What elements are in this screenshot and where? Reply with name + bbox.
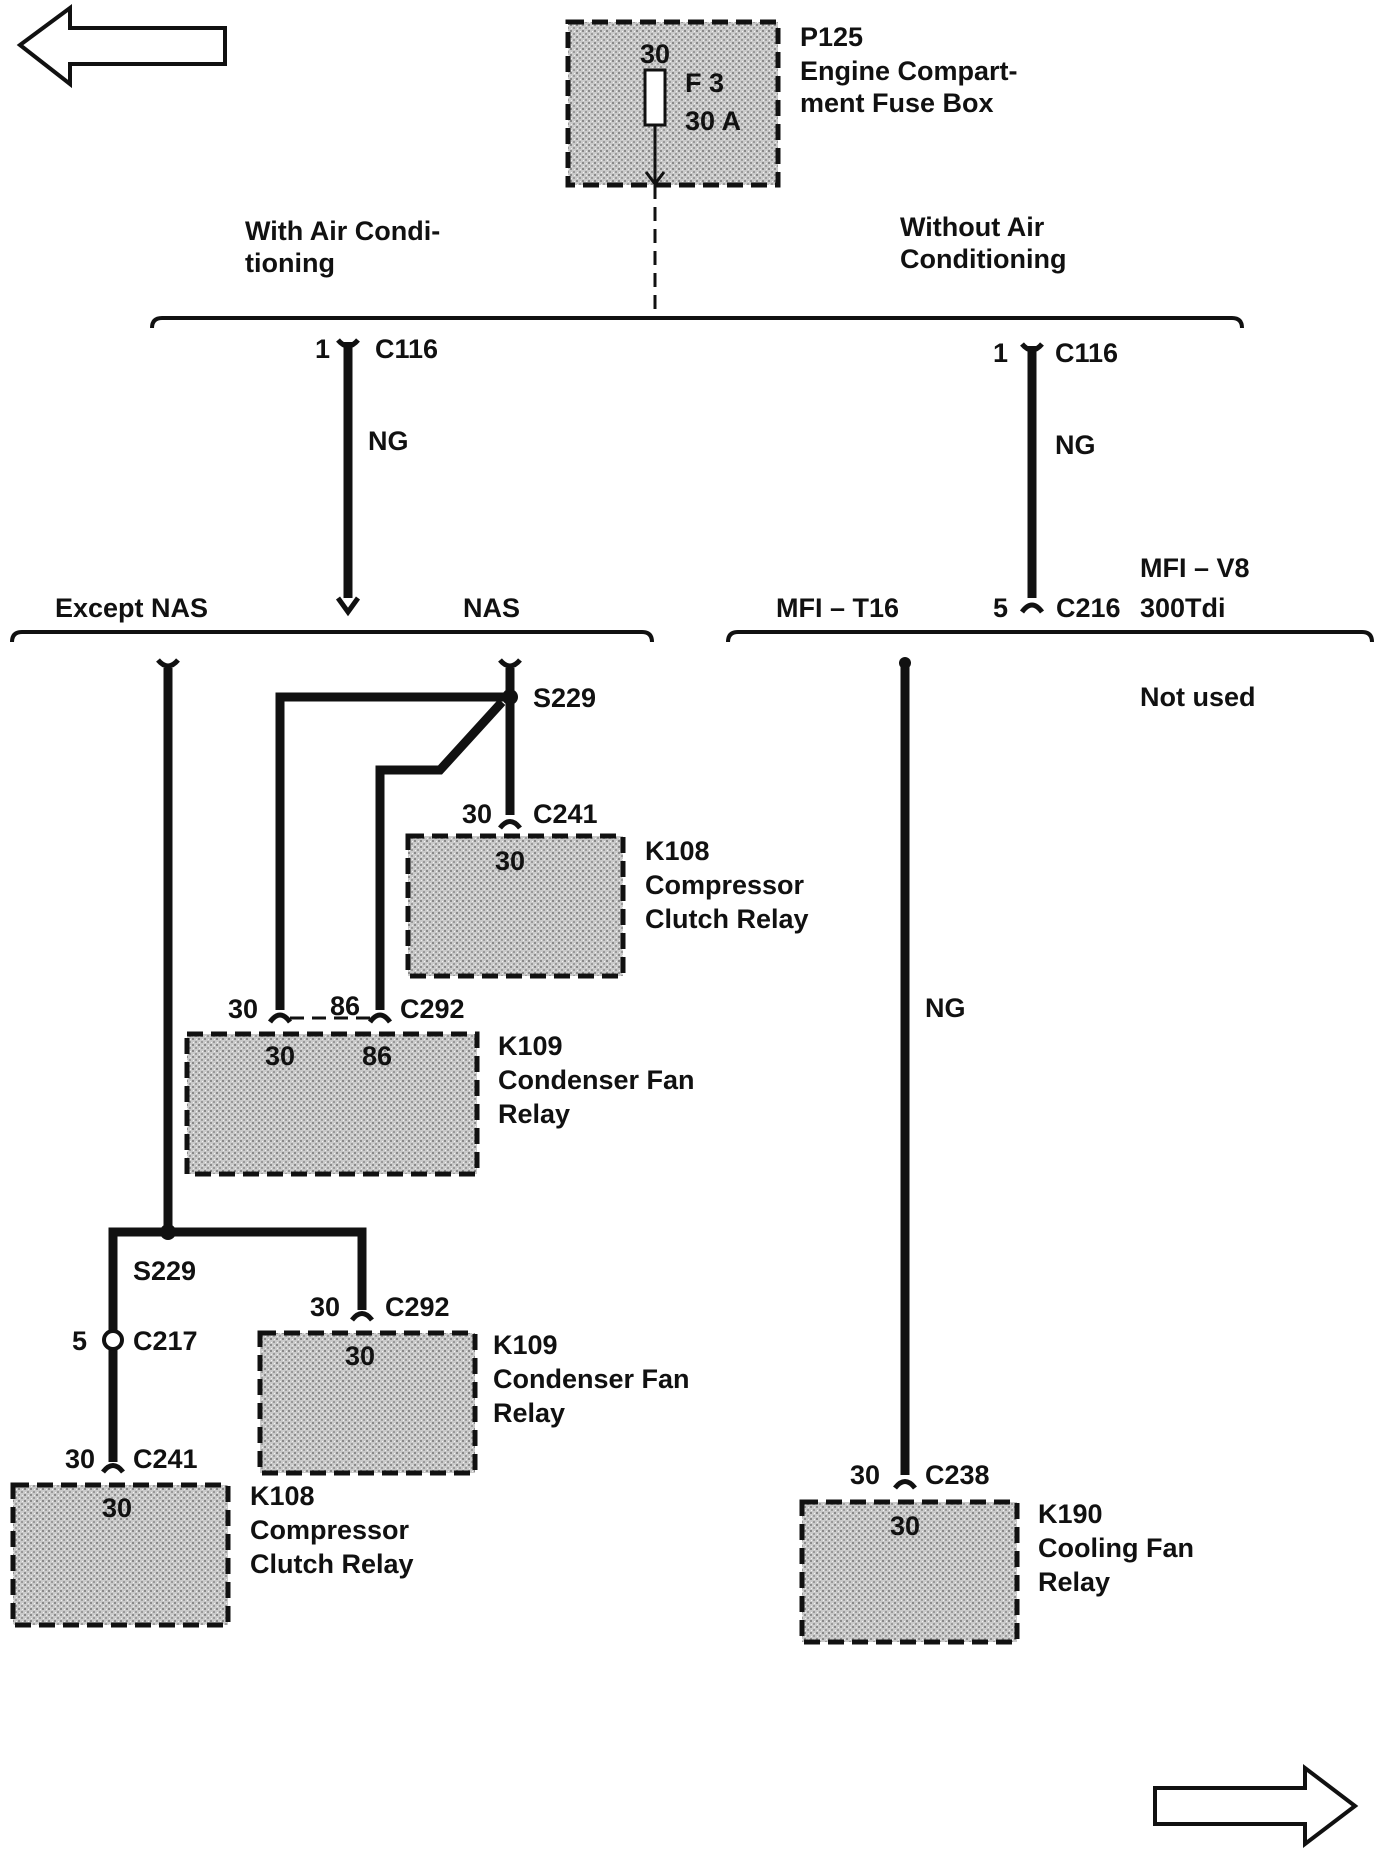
fuse-icon bbox=[643, 68, 667, 127]
fuse-box-p125: 30 F 3 30 A P125 Engine Compart- ment Fu… bbox=[565, 19, 1018, 188]
except-nas-k109-name-2: Relay bbox=[493, 1398, 565, 1428]
nas-k108-pin: 30 bbox=[462, 799, 492, 829]
c216-label: C216 bbox=[1056, 593, 1121, 623]
nas-k109-pin86-connector-icon bbox=[367, 1012, 393, 1024]
top-bus bbox=[150, 316, 1244, 329]
nas-k108-name-2: Clutch Relay bbox=[645, 904, 809, 934]
left-trunk: 1 C116 NG bbox=[315, 334, 438, 617]
left-c116-pin: 1 bbox=[315, 334, 330, 364]
left-trunk-arrow-icon bbox=[335, 596, 361, 617]
with-ac-label-2: tioning bbox=[245, 248, 335, 278]
nas-k108-id: K108 bbox=[645, 836, 710, 866]
nas-branch: S229 30 C241 30 K108 Compressor Clutch R… bbox=[184, 658, 809, 1177]
except-nas-k108-name-2: Clutch Relay bbox=[250, 1549, 414, 1579]
without-ac-label-1: Without Air bbox=[900, 212, 1045, 242]
nas-k109-box-pin-a: 30 bbox=[265, 1041, 295, 1071]
mfi-v8-label: MFI – V8 bbox=[1140, 553, 1250, 583]
forward-arrow-icon[interactable] bbox=[1153, 1763, 1359, 1849]
k190-connector-icon bbox=[893, 1479, 917, 1490]
nas-k109-box-pin-b: 86 bbox=[362, 1041, 392, 1071]
k190-name-2: Relay bbox=[1038, 1567, 1110, 1597]
fuse-box-name-1: Engine Compart- bbox=[800, 56, 1018, 86]
back-arrow-icon[interactable] bbox=[16, 4, 227, 89]
fuse-box-name-2: ment Fuse Box bbox=[800, 88, 994, 118]
except-nas-k109-id: K109 bbox=[493, 1330, 558, 1360]
k190-name-1: Cooling Fan bbox=[1038, 1533, 1194, 1563]
fuse-pin: 30 bbox=[640, 39, 670, 69]
nas-k109-id: K109 bbox=[498, 1031, 563, 1061]
k190-id: K190 bbox=[1038, 1499, 1103, 1529]
nas-k108-connector: C241 bbox=[533, 799, 598, 829]
right-middle-bus bbox=[726, 630, 1374, 643]
except-nas-k108-connector: C241 bbox=[133, 1444, 198, 1474]
without-ac-label-2: Conditioning bbox=[900, 244, 1066, 274]
except-nas-k108-id: K108 bbox=[250, 1481, 315, 1511]
except-nas-k109-connector: C292 bbox=[385, 1292, 450, 1322]
nas-wire-to-k109-pin86 bbox=[375, 698, 506, 1010]
nas-k109-pin-b: 86 bbox=[330, 991, 360, 1021]
nas-k109-name-2: Relay bbox=[498, 1099, 570, 1129]
nas-k108-relay bbox=[405, 833, 626, 979]
except-nas-splice-label: S229 bbox=[133, 1256, 196, 1286]
with-ac-label-1: With Air Condi- bbox=[245, 216, 440, 246]
except-nas-k109-pin: 30 bbox=[310, 1292, 340, 1322]
c216-connector-icon bbox=[1019, 602, 1045, 614]
right-c116-pin: 1 bbox=[993, 338, 1008, 368]
c217-label: C217 bbox=[133, 1326, 198, 1356]
except-nas-k108-box-pin: 30 bbox=[102, 1493, 132, 1523]
k190-pin: 30 bbox=[850, 1460, 880, 1490]
except-nas-k108-pin: 30 bbox=[65, 1444, 95, 1474]
left-c116-label: C116 bbox=[375, 334, 438, 364]
except-nas-k108-connector-icon bbox=[101, 1463, 125, 1474]
right-trunk: 1 C116 NG bbox=[993, 338, 1118, 614]
except-nas-label: Except NAS bbox=[55, 593, 208, 623]
mfi-t16-label: MFI – T16 bbox=[776, 593, 899, 623]
except-nas-k108-name-1: Compressor bbox=[250, 1515, 410, 1545]
nas-k109-name-1: Condenser Fan bbox=[498, 1065, 695, 1095]
nas-k108-name-1: Compressor bbox=[645, 870, 805, 900]
nas-k109-pin30-connector-icon bbox=[267, 1012, 293, 1024]
except-nas-k109-name-1: Condenser Fan bbox=[493, 1364, 690, 1394]
k190-box-pin: 30 bbox=[890, 1511, 920, 1541]
except-nas-k109-relay bbox=[257, 1330, 478, 1476]
right-c116-label: C116 bbox=[1055, 338, 1118, 368]
fuse-number: F 3 bbox=[685, 68, 724, 98]
nas-k109-connector: C292 bbox=[400, 994, 465, 1024]
except-nas-branch: S229 5 C217 30 C292 30 K109 Condenser Fa… bbox=[10, 658, 690, 1628]
nas-label: NAS bbox=[463, 593, 520, 623]
left-c116-connector-icon bbox=[336, 338, 360, 349]
nas-k108-box-pin: 30 bbox=[495, 846, 525, 876]
nas-k109-pin-a: 30 bbox=[228, 994, 258, 1024]
k190-relay bbox=[799, 1499, 1020, 1645]
except-nas-drop-connector-icon bbox=[156, 658, 180, 669]
mfi-wire-color: NG bbox=[925, 993, 966, 1023]
left-middle-bus bbox=[10, 630, 654, 643]
except-nas-k108-relay bbox=[10, 1482, 231, 1628]
c217-pin: 5 bbox=[72, 1326, 87, 1356]
right-trunk-wire-color: NG bbox=[1055, 430, 1096, 460]
c217-connector-icon bbox=[102, 1329, 124, 1351]
nas-drop-connector-icon bbox=[498, 658, 522, 669]
nas-k108-connector-icon bbox=[498, 819, 522, 830]
not-used-label: Not used bbox=[1140, 682, 1256, 712]
nas-k109-relay bbox=[184, 1031, 480, 1177]
nas-splice-label: S229 bbox=[533, 683, 596, 713]
except-nas-k109-box-pin: 30 bbox=[345, 1341, 375, 1371]
tdi-label: 300Tdi bbox=[1140, 593, 1226, 623]
fuse-rating: 30 A bbox=[685, 106, 741, 136]
nas-wire-to-k109-pin30 bbox=[275, 692, 510, 1010]
fuse-arrow-icon bbox=[644, 171, 666, 187]
mfi-branch: NG 30 C238 30 K190 Cooling Fan Relay bbox=[799, 657, 1194, 1645]
right-c116-connector-icon bbox=[1020, 342, 1044, 353]
except-nas-k109-connector-icon bbox=[350, 1311, 374, 1322]
left-trunk-wire-color: NG bbox=[368, 426, 409, 456]
k190-connector: C238 bbox=[925, 1460, 990, 1490]
fuse-box-body bbox=[565, 19, 781, 188]
fuse-box-id: P125 bbox=[800, 22, 863, 52]
c216-pin: 5 bbox=[993, 593, 1008, 623]
